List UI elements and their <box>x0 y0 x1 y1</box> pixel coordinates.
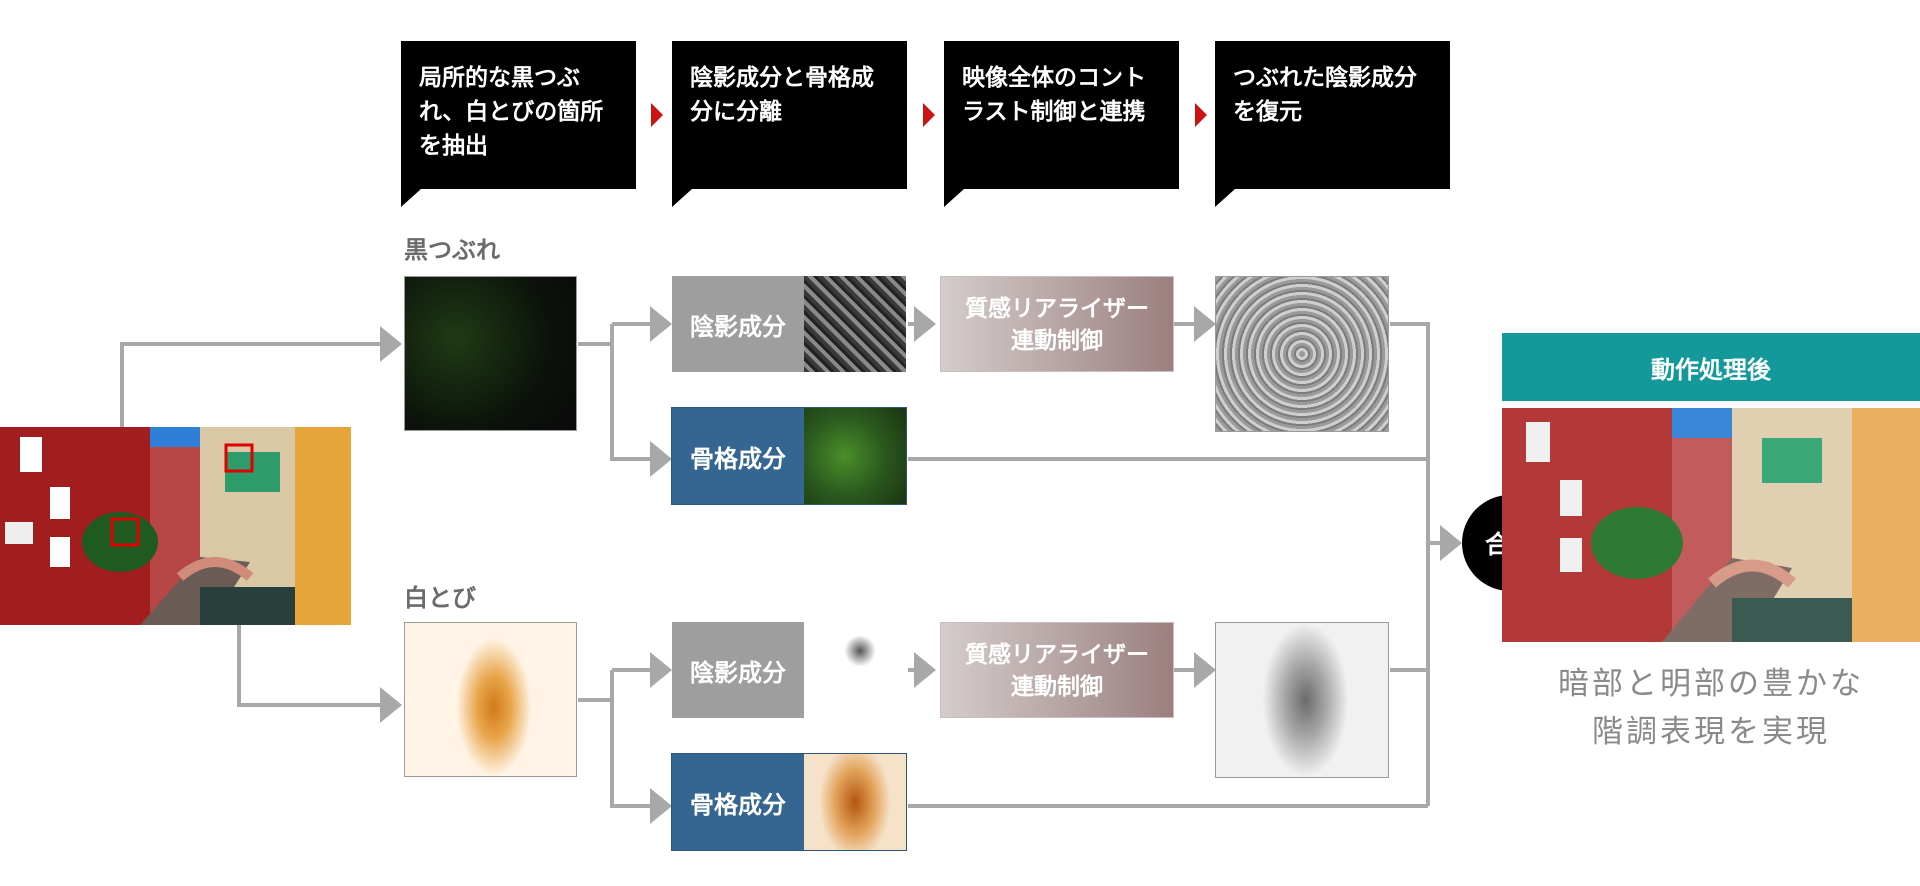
shadow-component-label: 陰影成分 <box>672 622 804 718</box>
blown-realizer-control: 質感リアライザー 連動制御 <box>940 622 1174 718</box>
skeleton-component-label: 骨格成分 <box>672 754 804 850</box>
blown-highlights-label: 白とび <box>404 584 476 612</box>
shadow-highlight-image <box>804 622 906 718</box>
skeleton-highlight-image <box>804 754 906 850</box>
crushed-realizer-control: 質感リアライザー 連動制御 <box>940 276 1174 372</box>
source-image <box>0 427 351 625</box>
shadow-component-label: 陰影成分 <box>672 276 804 372</box>
after-processing-image <box>1502 408 1920 642</box>
step-extract: 局所的な黒つぶ れ、白とびの箇所 を抽出 <box>401 41 636 207</box>
blown-shadow-component: 陰影成分 <box>672 622 906 718</box>
after-processing-title: 動作処理後 <box>1502 333 1920 401</box>
crushed-skeleton-component: 骨格成分 <box>671 407 907 505</box>
step-restore: つぶれた陰影成分 を復元 <box>1215 41 1450 207</box>
crushed-restored-image <box>1215 276 1389 432</box>
shadow-texture-image <box>804 276 906 372</box>
skeleton-component-label: 骨格成分 <box>672 408 804 504</box>
crushed-shadows-label: 黒つぶれ <box>404 236 500 264</box>
blown-skeleton-component: 骨格成分 <box>671 753 907 851</box>
blown-restored-image <box>1215 622 1389 778</box>
step-separate: 陰影成分と骨格成 分に分離 <box>672 41 907 207</box>
blown-region-image <box>404 622 577 777</box>
result-caption: 暗部と明部の豊かな 階調表現を実現 <box>1558 666 1864 750</box>
crushed-region-image <box>404 276 577 431</box>
venice-canal-result-photo <box>1502 408 1920 642</box>
step-contrast-link: 映像全体のコント ラスト制御と連携 <box>944 41 1179 207</box>
crushed-shadow-component: 陰影成分 <box>672 276 906 372</box>
skeleton-foliage-image <box>804 408 906 504</box>
venice-canal-photo <box>0 427 351 625</box>
